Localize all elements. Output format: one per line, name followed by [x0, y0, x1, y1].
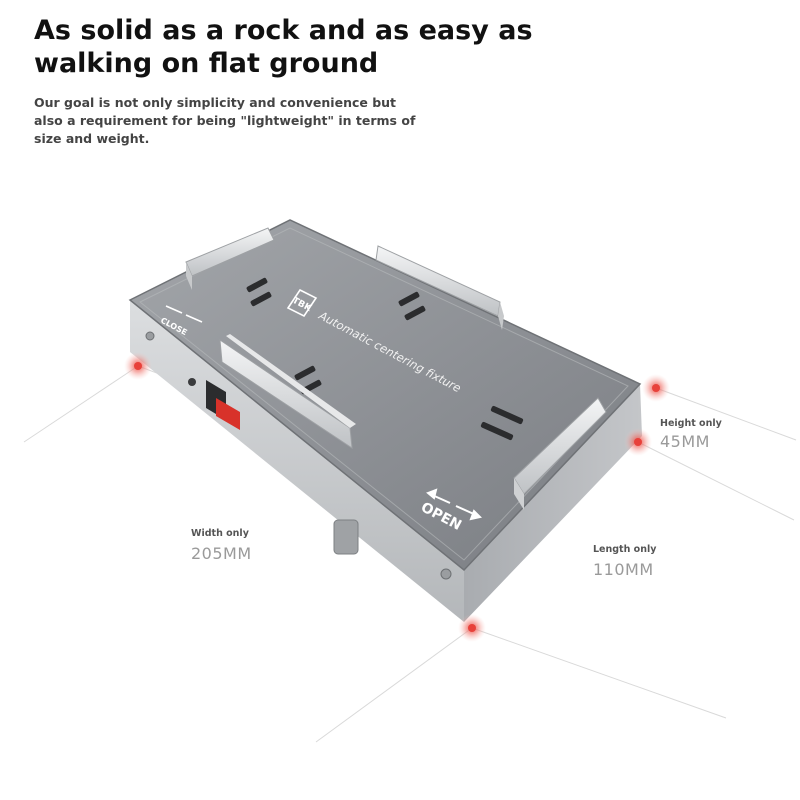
height-label: Height only [660, 418, 722, 429]
width-value: 205MM [191, 544, 252, 563]
clamp-front-left [219, 334, 356, 449]
width-label: Width only [191, 528, 249, 539]
subtext: Our goal is not only simplicity and conv… [34, 95, 416, 146]
open-arrows-icon [426, 488, 482, 521]
device-front-face [130, 300, 464, 622]
device-side-face [464, 384, 642, 622]
length-label: Length only [593, 544, 657, 555]
clamp-right [513, 397, 607, 510]
power-switch[interactable] [206, 380, 240, 430]
tbk-logo [286, 288, 318, 318]
height-value: 45MM [660, 432, 710, 451]
headline: As solid as a rock and as easy as walkin… [34, 15, 533, 79]
plate-slots [246, 277, 524, 441]
screw-icons [145, 331, 452, 580]
clamp-back-right [375, 245, 504, 330]
slider-knob [333, 519, 359, 555]
dimension-markers [124, 352, 670, 642]
close-arrows-icon [165, 305, 203, 323]
length-value: 110MM [593, 560, 654, 579]
clamp-back-left [185, 227, 275, 290]
